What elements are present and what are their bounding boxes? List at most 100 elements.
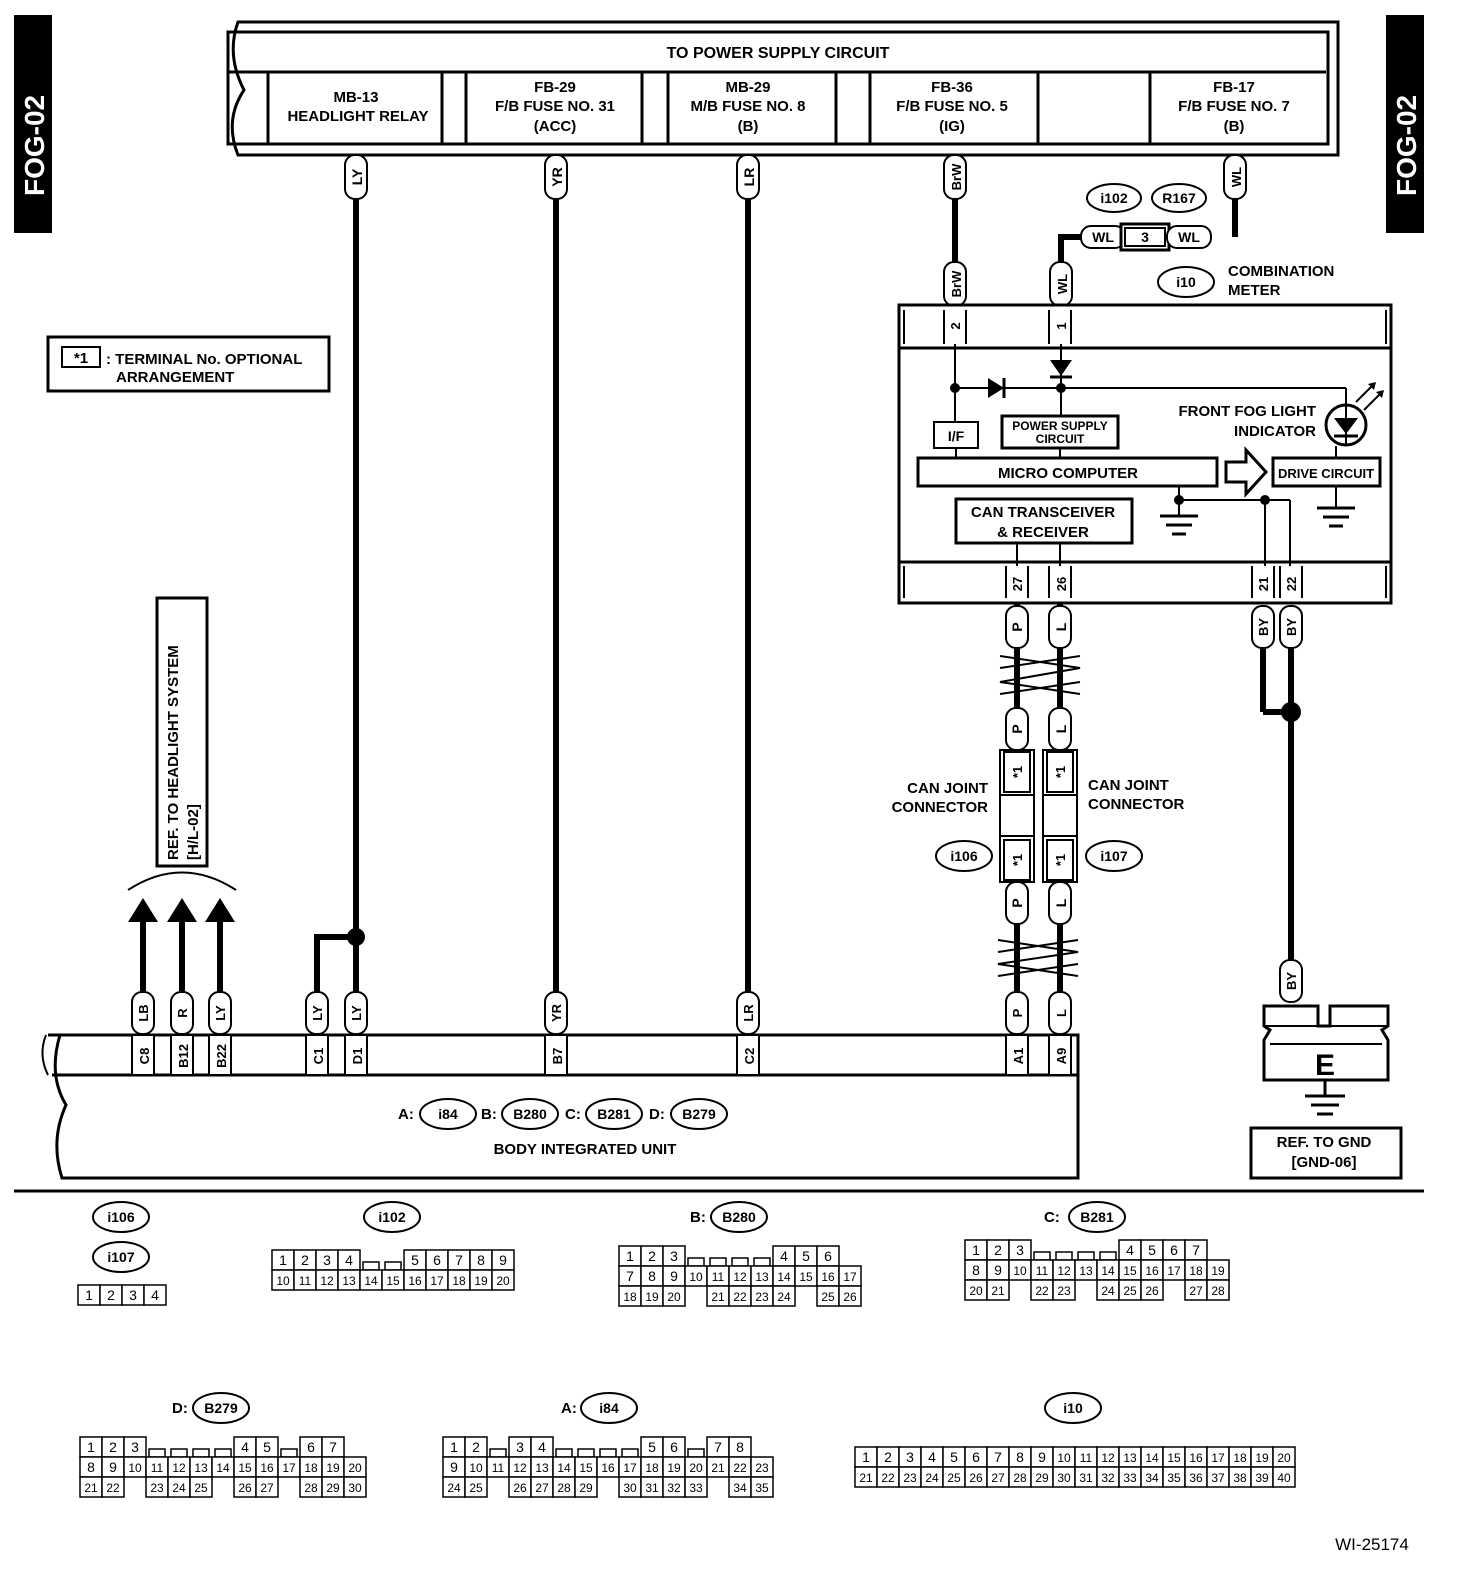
source-4-name: F/B FUSE NO. 5 bbox=[896, 98, 1008, 115]
source-3-sub: (B) bbox=[738, 118, 759, 135]
connector-pin-number: 23 bbox=[755, 1290, 769, 1304]
connector-pin-number: 25 bbox=[469, 1481, 483, 1495]
connector-pin-number: 29 bbox=[579, 1481, 593, 1495]
inline-connector-pin: 3 bbox=[1141, 229, 1149, 245]
view-prefix-a: A: bbox=[561, 1400, 577, 1417]
connector-pin-number: 10 bbox=[1057, 1451, 1071, 1465]
connector-key-tab bbox=[599, 1448, 617, 1458]
connector-pin-number: 33 bbox=[1123, 1471, 1137, 1485]
connector-pin-cell bbox=[1140, 1279, 1164, 1301]
body-integrated-unit: C8 B12 B22 C1 D1 B7 C2 A1 A9 A: i84 B: B… bbox=[41, 1033, 1080, 1180]
connector-pin-number: 2 bbox=[472, 1439, 480, 1455]
connector-pin-number: 33 bbox=[689, 1481, 703, 1495]
source-5-sub: (B) bbox=[1224, 118, 1245, 135]
side-tag-right: FOG-02 bbox=[1386, 15, 1424, 233]
wire-label-lr-c2: LR bbox=[741, 1004, 756, 1022]
biu-pin-a9: A9 bbox=[1054, 1048, 1069, 1065]
connector-pin-number: 4 bbox=[928, 1449, 936, 1465]
connector-pin-number: 18 bbox=[645, 1461, 659, 1475]
wire-label-brw-top: BrW bbox=[949, 163, 964, 190]
connector-pin-number: 17 bbox=[1211, 1451, 1225, 1465]
biu-pin-c8: C8 bbox=[137, 1048, 152, 1065]
connector-pin-number: 28 bbox=[557, 1481, 571, 1495]
can-joint-left-1: CAN JOINT bbox=[907, 780, 988, 797]
view-prefix-d: D: bbox=[172, 1400, 188, 1417]
connector-key-tab bbox=[192, 1448, 210, 1458]
biu-pin-c2: C2 bbox=[742, 1048, 757, 1065]
connector-pin-number: 13 bbox=[342, 1274, 356, 1288]
conn-id-b281-main: B281 bbox=[597, 1106, 631, 1122]
connector-pin-cell bbox=[255, 1476, 279, 1498]
wire-label-by-gnd: BY bbox=[1284, 972, 1299, 990]
connector-pin-number: 17 bbox=[430, 1274, 444, 1288]
connector-pin-number: 14 bbox=[1145, 1451, 1159, 1465]
connector-pin-number: 3 bbox=[131, 1439, 139, 1455]
connector-pin-number: 7 bbox=[1192, 1242, 1200, 1258]
view-id-i84: i84 bbox=[599, 1400, 619, 1416]
can-star-2: *1 bbox=[1010, 854, 1025, 866]
connector-pin-number: 22 bbox=[733, 1290, 747, 1304]
connector-pin-number: 9 bbox=[670, 1268, 678, 1284]
connector-pin-number: 3 bbox=[906, 1449, 914, 1465]
connector-pin-number: 23 bbox=[903, 1471, 917, 1485]
connector-pin-number: 20 bbox=[969, 1284, 983, 1298]
source-2-code: FB-29 bbox=[534, 79, 576, 96]
connector-pin-number: 1 bbox=[626, 1248, 634, 1264]
connector-key-tab bbox=[1099, 1251, 1117, 1261]
connector-key-tab bbox=[280, 1448, 298, 1458]
connector-pin-number: 1 bbox=[972, 1242, 980, 1258]
wire-label-brw-meter: BrW bbox=[949, 270, 964, 297]
connector-pin-number: 20 bbox=[689, 1461, 703, 1475]
wire-label-lr-top: LR bbox=[741, 168, 757, 187]
connector-pin-number: 5 bbox=[263, 1439, 271, 1455]
view-id-b279: B279 bbox=[204, 1400, 238, 1416]
connector-pin-cell bbox=[662, 1285, 686, 1307]
connector-pin-number: 26 bbox=[238, 1481, 252, 1495]
connector-pin-number: 17 bbox=[843, 1270, 857, 1284]
connector-pin-number: 16 bbox=[1189, 1451, 1203, 1465]
connector-pin-number: 3 bbox=[516, 1439, 524, 1455]
connector-pin-number: 26 bbox=[969, 1471, 983, 1485]
connector-pin-number: 14 bbox=[364, 1274, 378, 1288]
side-tag-left-text: FOG-02 bbox=[19, 95, 50, 196]
connector-pin-number: 16 bbox=[601, 1461, 615, 1475]
connector-key-tab bbox=[687, 1257, 705, 1267]
wire-label-ly-c1: LY bbox=[310, 1005, 325, 1021]
biu-pin-cells bbox=[131, 1034, 1072, 1076]
connector-pin-number: 28 bbox=[304, 1481, 318, 1495]
connector-pin-number: 6 bbox=[972, 1449, 980, 1465]
connector-pin-number: 9 bbox=[450, 1459, 458, 1475]
connector-pin-number: 14 bbox=[1101, 1264, 1115, 1278]
connector-views-labels: i106 i107 i102 B: B280 C: B281 D: B279 A… bbox=[92, 1201, 1126, 1424]
connector-pin-number: 16 bbox=[821, 1270, 835, 1284]
wire-label-wl-meter: WL bbox=[1055, 274, 1070, 294]
connector-pin-number: 15 bbox=[1167, 1451, 1181, 1465]
connector-key-tab bbox=[362, 1261, 380, 1271]
connector-pin-number: 25 bbox=[947, 1471, 961, 1485]
ground-ref-1: REF. TO GND bbox=[1277, 1134, 1372, 1151]
drawing-id: WI-25174 bbox=[1335, 1535, 1409, 1554]
biu-prefix-d: D: bbox=[649, 1106, 665, 1123]
wire-label-ly-b22: LY bbox=[213, 1005, 228, 1021]
connector-pin-number: 20 bbox=[667, 1290, 681, 1304]
connector-pin-number: 35 bbox=[1167, 1471, 1181, 1485]
side-tag-right-text: FOG-02 bbox=[1391, 95, 1422, 196]
connector-pin-number: 8 bbox=[1016, 1449, 1024, 1465]
connector-pin-number: 5 bbox=[1148, 1242, 1156, 1258]
wire-label-yr-b7: YR bbox=[549, 1003, 564, 1022]
connector-pin-number: 22 bbox=[1035, 1284, 1049, 1298]
connector-pin-cell bbox=[1206, 1279, 1230, 1301]
connector-pin-number: 6 bbox=[307, 1439, 315, 1455]
connector-pin-number: 10 bbox=[469, 1461, 483, 1475]
can-joint-right-2: CONNECTOR bbox=[1088, 796, 1185, 813]
conn-id-r167: R167 bbox=[1162, 190, 1196, 206]
connector-pin-number: 32 bbox=[1101, 1471, 1115, 1485]
connector-pin-number: 21 bbox=[991, 1284, 1005, 1298]
connector-pin-number: 6 bbox=[824, 1248, 832, 1264]
connector-pin-number: 9 bbox=[994, 1262, 1002, 1278]
connector-pin-number: 11 bbox=[712, 1270, 725, 1284]
connector-pin-number: 5 bbox=[411, 1252, 419, 1268]
connector-pin-number: 1 bbox=[862, 1449, 870, 1465]
connector-pin-number: 27 bbox=[260, 1481, 274, 1495]
